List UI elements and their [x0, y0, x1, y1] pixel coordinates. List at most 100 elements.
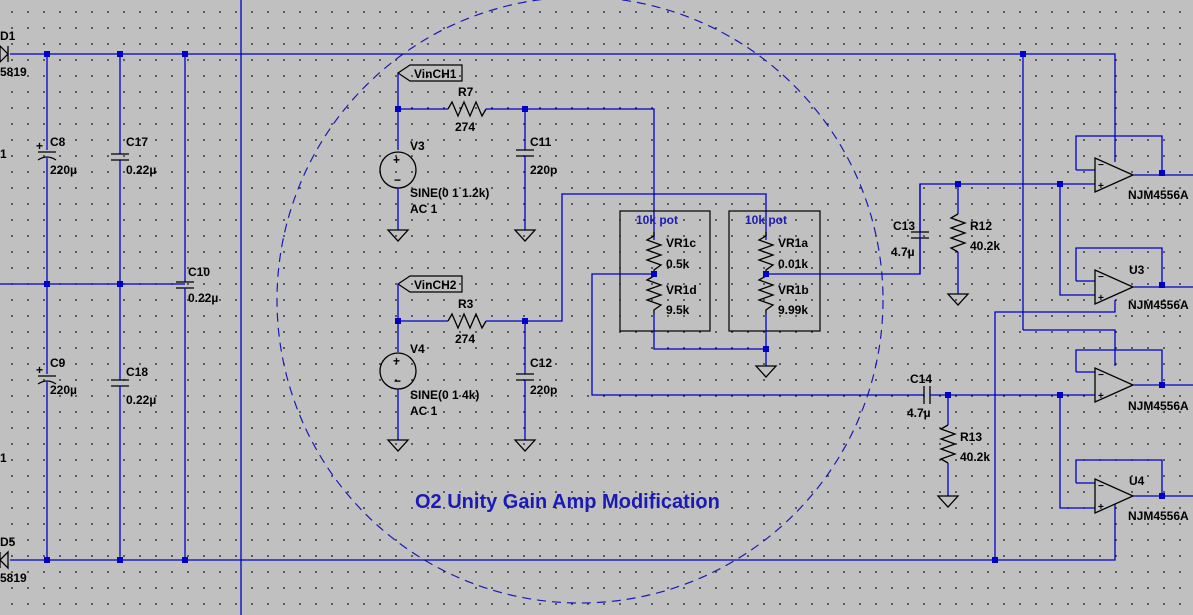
- capacitor-c14: C14 4.7µ: [907, 372, 1060, 420]
- svg-text:C14: C14: [910, 372, 932, 386]
- svg-text:+: +: [1098, 181, 1104, 192]
- diagram-title: O2 Unity Gain Amp Modification: [415, 491, 720, 513]
- opamp-u3: − + U3 NJM4556A: [1094, 263, 1193, 312]
- left-mark-2: 1: [0, 451, 7, 465]
- svg-text:AC 1: AC 1: [410, 404, 438, 418]
- capacitor-c12: C12 220p: [513, 321, 557, 452]
- svg-text:0.22µ: 0.22µ: [126, 393, 156, 407]
- d5-label: D5: [0, 535, 16, 549]
- svg-text:−: −: [1098, 481, 1104, 492]
- d5-part: 5819: [0, 571, 27, 585]
- opamp-wiring: [994, 54, 1165, 560]
- svg-text:C12: C12: [530, 356, 552, 370]
- resistor-r7: R7 274: [395, 85, 655, 240]
- resistor-r13: R13 40.2k: [936, 392, 990, 508]
- pot-box-left: 10k pot VR1c 0.5k VR1d 9.5k: [619, 210, 766, 350]
- svg-text:−: −: [1098, 370, 1104, 381]
- svg-text:+: +: [1098, 391, 1104, 402]
- svg-text:−: −: [1098, 160, 1104, 171]
- svg-text:−: −: [394, 374, 401, 388]
- svg-text:V4: V4: [410, 342, 425, 356]
- capacitor-c13: C13 4.7µ: [891, 184, 929, 274]
- svg-text:NJM4556A: NJM4556A: [1128, 188, 1189, 202]
- capacitor-c8: + C8 220µ: [36, 54, 77, 284]
- resistor-r12: R12 40.2k: [946, 181, 1000, 306]
- svg-text:+: +: [1098, 293, 1104, 304]
- c9-plus: +: [36, 363, 43, 377]
- svg-text:4.7µ: 4.7µ: [907, 406, 931, 420]
- svg-text:9.5k: 9.5k: [666, 303, 690, 317]
- svg-text:220p: 220p: [530, 163, 557, 177]
- svg-text:10k pot: 10k pot: [745, 213, 787, 227]
- svg-text:0.22µ: 0.22µ: [188, 291, 218, 305]
- capacitor-c17: C17 0.22µ: [111, 54, 156, 284]
- capacitor-c11: C11 220p: [513, 109, 557, 242]
- junctions-left: [44, 51, 1026, 563]
- left-mark-1: 1: [0, 147, 7, 161]
- svg-text:VR1c: VR1c: [666, 236, 696, 250]
- svg-text:220µ: 220µ: [50, 163, 77, 177]
- svg-text:4.7µ: 4.7µ: [891, 245, 915, 259]
- svg-text:VR1a: VR1a: [778, 236, 808, 250]
- svg-text:R7: R7: [458, 85, 474, 99]
- svg-text:+: +: [393, 153, 400, 167]
- svg-text:220µ: 220µ: [50, 383, 77, 397]
- opamp-3: − + NJM4556A: [1094, 366, 1193, 413]
- svg-text:U4: U4: [1129, 474, 1145, 488]
- resistor-r3: R3 274: [395, 193, 767, 346]
- svg-text:C10: C10: [188, 265, 210, 279]
- diode-d5: D5 5819: [0, 535, 27, 585]
- capacitor-c10: C10 0.22µ: [176, 54, 218, 560]
- svg-text:274: 274: [455, 120, 475, 134]
- svg-text:AC 1: AC 1: [410, 202, 438, 216]
- opamp-1: − + NJM4556A: [1094, 156, 1193, 202]
- svg-text:220p: 220p: [530, 383, 557, 397]
- svg-text:R12: R12: [970, 219, 992, 233]
- svg-text:SINE(0 1 4k): SINE(0 1 4k): [410, 388, 479, 402]
- svg-text:9.99k: 9.99k: [778, 303, 808, 317]
- capacitor-c9: + C9 220µ: [36, 284, 77, 560]
- svg-text:C9: C9: [50, 356, 66, 370]
- svg-text:SINE(0 1 1.2k): SINE(0 1 1.2k): [410, 186, 489, 200]
- svg-text:C13: C13: [893, 219, 915, 233]
- source-v3: + − V3 SINE(0 1 1.2k) AC 1: [379, 73, 489, 242]
- power-rails: [0, 53, 1116, 561]
- svg-text:VR1d: VR1d: [666, 283, 697, 297]
- net-label-vinch1: VinCH1: [396, 64, 463, 82]
- svg-text:VinCH1: VinCH1: [414, 67, 457, 81]
- svg-text:274: 274: [455, 332, 475, 346]
- svg-text:0.01k: 0.01k: [778, 257, 808, 271]
- svg-text:0.22µ: 0.22µ: [126, 163, 156, 177]
- svg-text:R3: R3: [458, 297, 474, 311]
- svg-text:C11: C11: [530, 135, 552, 149]
- d1-label: D1: [0, 29, 16, 43]
- svg-text:+: +: [393, 354, 400, 368]
- svg-text:NJM4556A: NJM4556A: [1128, 399, 1189, 413]
- svg-text:+: +: [1098, 502, 1104, 513]
- svg-text:VR1b: VR1b: [778, 283, 809, 297]
- svg-text:R13: R13: [960, 430, 982, 444]
- svg-text:40.2k: 40.2k: [970, 239, 1000, 253]
- svg-text:NJM4556A: NJM4556A: [1128, 298, 1189, 312]
- svg-text:VinCH2: VinCH2: [414, 278, 457, 292]
- svg-text:10k pot: 10k pot: [636, 213, 678, 227]
- svg-text:NJM4556A: NJM4556A: [1128, 509, 1189, 523]
- svg-text:0.5k: 0.5k: [666, 257, 690, 271]
- svg-text:V3: V3: [410, 139, 425, 153]
- c8-plus: +: [36, 139, 43, 153]
- diode-d1: D1 5819: [0, 29, 27, 79]
- svg-text:C17: C17: [126, 135, 148, 149]
- svg-text:C18: C18: [126, 365, 148, 379]
- svg-text:−: −: [1098, 272, 1104, 283]
- capacitor-c18: C18 0.22µ: [111, 284, 156, 560]
- svg-text:40.2k: 40.2k: [960, 450, 990, 464]
- pot-box-right: 10k pot VR1a 0.01k VR1b 9.99k: [728, 210, 821, 378]
- svg-text:U3: U3: [1129, 263, 1145, 277]
- svg-text:−: −: [394, 173, 401, 187]
- svg-text:C8: C8: [50, 135, 66, 149]
- opamp-u4: − + U4 NJM4556A: [1094, 474, 1193, 523]
- annotation-circle: [276, 0, 884, 604]
- net-label-vinch2: VinCH2: [396, 275, 463, 293]
- d1-part: 5819: [0, 65, 27, 79]
